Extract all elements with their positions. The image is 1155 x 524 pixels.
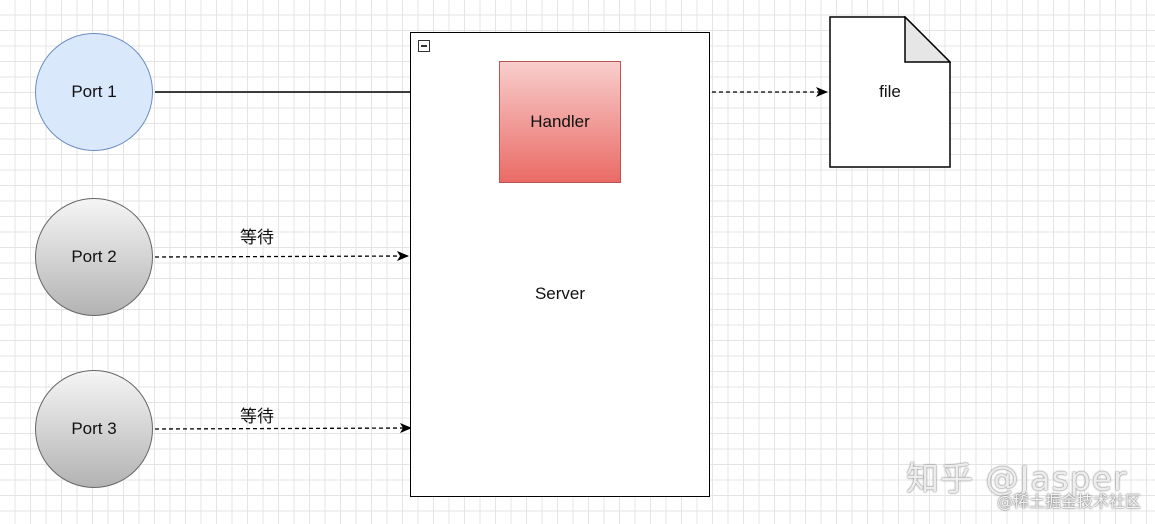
handler-node[interactable]: Handler <box>499 61 621 183</box>
port-1-node[interactable]: Port 1 <box>35 33 153 151</box>
server-label: Server <box>534 284 586 303</box>
port-2-node[interactable]: Port 2 <box>35 198 153 316</box>
handler-label: Handler <box>530 112 590 131</box>
edge-port3-to-server <box>154 423 412 434</box>
file-label: file <box>879 82 901 101</box>
port-1-label: Port 1 <box>71 82 117 101</box>
edge-label-port2-wait: 等待 <box>240 228 274 248</box>
watermark-juejin: @稀土掘金技术社区 <box>996 492 1141 511</box>
watermark-zhihu: 知乎 @Jasper <box>906 459 1128 498</box>
edge-port2-to-server <box>154 251 409 262</box>
collapse-minus-icon[interactable] <box>418 40 430 52</box>
port-3-node[interactable]: Port 3 <box>35 370 153 488</box>
port-2-label: Port 2 <box>71 247 117 266</box>
file-document-icon[interactable] <box>829 16 951 168</box>
port-3-label: Port 3 <box>71 419 117 438</box>
edge-label-port3-wait: 等待 <box>240 407 274 427</box>
